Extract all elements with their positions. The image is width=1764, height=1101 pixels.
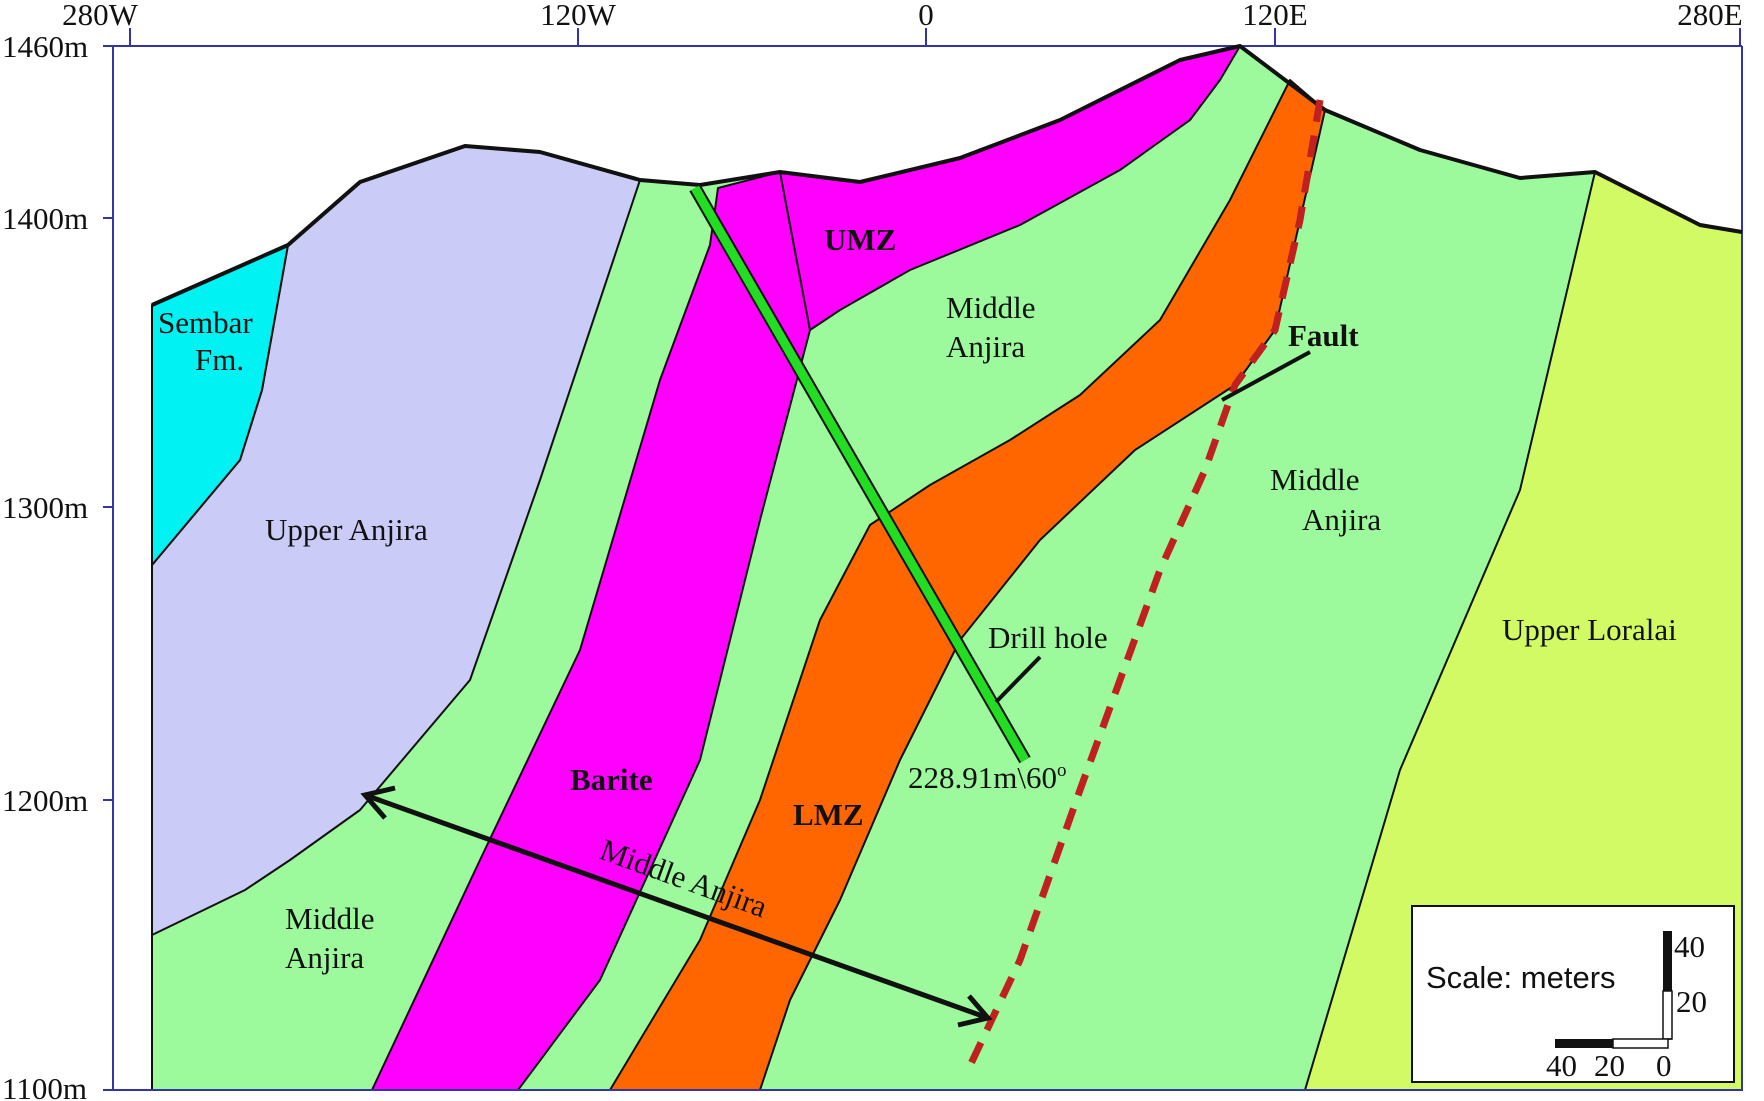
top-tick-label: 280W <box>62 0 139 32</box>
width-arrow <box>360 785 993 1028</box>
label-middle-anjira-right-line-2: Anjira <box>1302 502 1381 537</box>
label-umz: UMZ <box>824 222 896 257</box>
geology-units <box>151 45 1743 1091</box>
drill-hole-label: Drill hole <box>988 620 1108 655</box>
leader-lines <box>994 350 1311 704</box>
scale-box-frame <box>1411 905 1735 1083</box>
label-middle-anjira-lower-left-line-2: Anjira <box>285 940 364 975</box>
frame <box>112 45 1743 1091</box>
drill-depth-value: 228.91m\60 <box>908 760 1057 795</box>
label-middle-anjira-upper-line-1: Middle <box>946 290 1036 325</box>
drill-hole-leader-line <box>994 655 1042 704</box>
fault-leader-line <box>1221 350 1311 402</box>
left-tick-label: 1400m <box>2 201 88 236</box>
left-tick-label: 1200m <box>2 783 88 818</box>
label-sembar-line-2: Fm. <box>195 342 244 377</box>
left-tick-label: 1100m <box>2 1071 87 1101</box>
scale-horizontal-bar-white <box>1612 1038 1669 1049</box>
label-middle-anjira-upper-line-2: Anjira <box>946 329 1025 364</box>
label-upper-loralai: Upper Loralai <box>1502 612 1677 647</box>
label-lmz: LMZ <box>793 797 864 832</box>
top-tick-label: 0 <box>918 0 934 32</box>
label-upper-anjira: Upper Anjira <box>265 512 428 547</box>
topography-line <box>151 44 1743 307</box>
label-middle-anjira-right-line-1: Middle <box>1270 462 1360 497</box>
top-axis: 280W 120W 0 120E 280E <box>62 0 1743 32</box>
top-tick-label: 280E <box>1677 0 1742 32</box>
left-tick-label: 1300m <box>2 490 88 525</box>
scale-title: Scale: meters <box>1426 960 1616 995</box>
left-axis: 1460m 1400m 1300m 1200m 1100m <box>2 29 88 1101</box>
drill-depth-label: 228.91m\60o <box>908 760 1066 795</box>
label-sembar-line-1: Sembar <box>158 305 253 340</box>
left-tick-label: 1460m <box>2 29 88 64</box>
top-tick-label: 120E <box>1242 0 1307 32</box>
drill-depth-superscript: o <box>1057 760 1067 781</box>
fault-line <box>964 99 1324 1072</box>
scale-horizontal-tick: 20 <box>1594 1048 1625 1083</box>
scale-horizontal-tick: 0 <box>1656 1048 1672 1083</box>
unit-labels: Sembar Fm. Upper Anjira Middle Anjira Ba… <box>158 222 1677 975</box>
scale-box: Scale: meters 40 20 40 20 0 <box>1411 905 1735 1083</box>
scale-vertical-tick: 40 <box>1674 929 1705 964</box>
scale-vertical-bar-black <box>1663 931 1672 991</box>
drill-hole <box>689 184 1031 764</box>
scale-horizontal-tick: 40 <box>1546 1048 1577 1083</box>
scale-horizontal-bar-black <box>1555 1039 1613 1048</box>
fault-label: Fault <box>1288 318 1359 353</box>
top-tick-label: 120W <box>540 0 617 32</box>
label-barite: Barite <box>570 762 653 797</box>
label-middle-anjira-lower-left-line-1: Middle <box>285 901 375 936</box>
scale-vertical-bar-white <box>1662 990 1673 1040</box>
scale-vertical-tick: 20 <box>1676 984 1707 1019</box>
